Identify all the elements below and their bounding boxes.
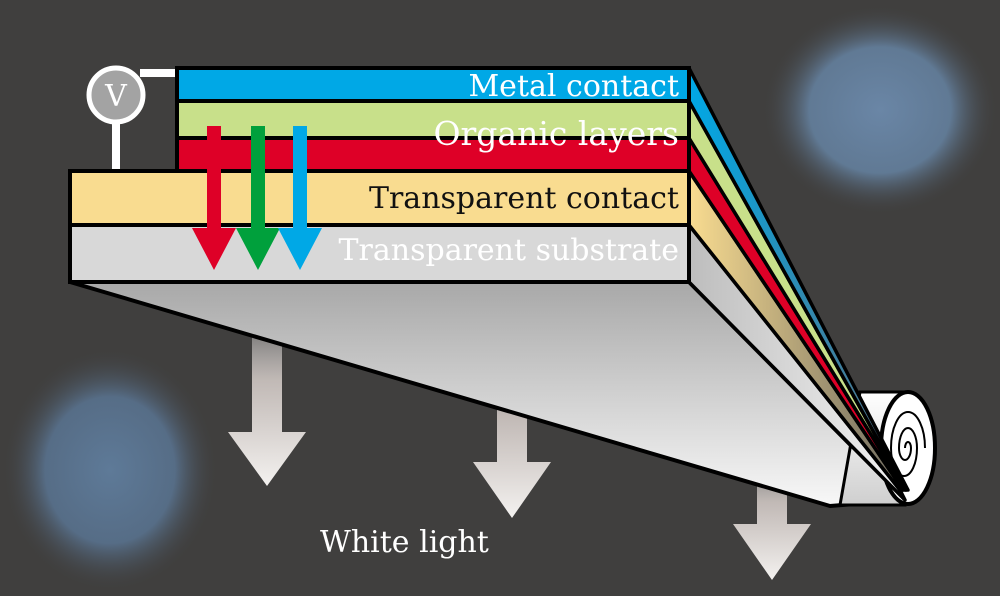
- metal-contact-label: Metal contact: [468, 69, 679, 104]
- green-emission-arrow: [236, 126, 280, 270]
- spiral-icon: [889, 411, 926, 477]
- white-light-label: White light: [320, 525, 489, 560]
- white-light-arrows: [228, 310, 811, 580]
- background-glow-bottom-left: [2, 348, 218, 592]
- transparent-substrate-label: Transparent substrate: [339, 233, 679, 268]
- white-light-arrow-3: [733, 450, 811, 580]
- blue-emission-arrow: [278, 126, 322, 270]
- white-light-arrow-1: [228, 310, 306, 486]
- transparent-substrate-layer: [68, 223, 691, 284]
- emission-arrows: [192, 126, 322, 270]
- transparent-contact-layer: [68, 169, 691, 227]
- side-faces: [687, 66, 910, 502]
- white-light-arrow-2: [473, 348, 551, 518]
- background-glow-top-right: [762, 5, 998, 215]
- transparent-contact-label: Transparent contact: [369, 181, 679, 216]
- metal-contact-layer: [175, 66, 691, 103]
- voltmeter-icon: [86, 65, 146, 125]
- organic-layers-label: Organic layers: [433, 114, 679, 153]
- voltmeter-label: V: [104, 79, 128, 114]
- voltmeter-circuit: V: [86, 65, 177, 171]
- red-emission-arrow: [192, 126, 236, 270]
